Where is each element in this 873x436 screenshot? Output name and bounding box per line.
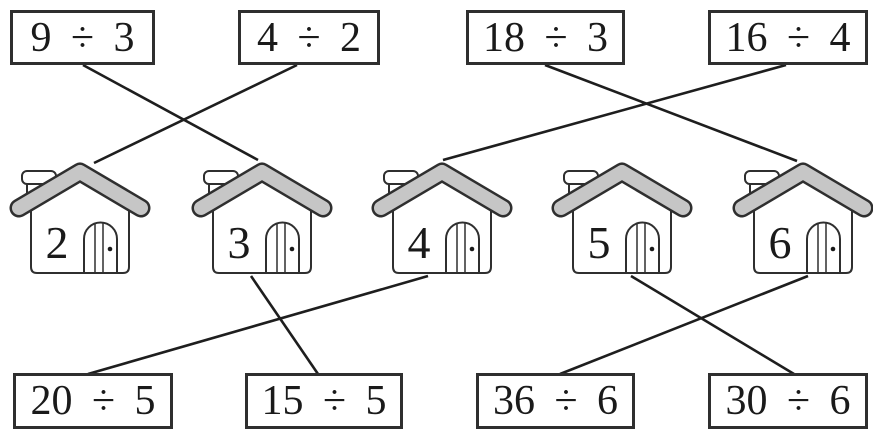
house-roof: [735, 165, 871, 215]
house-roof: [12, 165, 148, 215]
connection-line-to-house-4: [87, 274, 429, 376]
door-handle-dot: [649, 246, 655, 252]
house-roof: [554, 165, 690, 215]
connection-line-to-house-4: [442, 63, 787, 162]
problem-box-top-4: 16 ÷ 4: [708, 10, 868, 65]
house-4: 4: [371, 162, 513, 274]
house-number: 4: [408, 217, 431, 268]
problem-box-top-1: 9 ÷ 3: [10, 10, 155, 65]
door-handle-dot: [107, 246, 113, 252]
connection-line-to-house-6: [544, 63, 798, 163]
problem-box-bottom-2: 15 ÷ 5: [245, 373, 403, 429]
house-number: 6: [769, 217, 792, 268]
problem-box-bottom-1: 20 ÷ 5: [13, 373, 173, 429]
problem-box-top-3: 18 ÷ 3: [466, 10, 625, 65]
connection-line-to-house-6: [559, 274, 809, 376]
house-number: 2: [46, 217, 69, 268]
house-3: 3: [191, 162, 333, 274]
house-roof: [194, 165, 330, 215]
house-door: [445, 221, 480, 274]
problem-box-top-2: 4 ÷ 2: [238, 10, 380, 65]
connection-line-to-house-3: [82, 63, 259, 162]
door-handle-dot: [289, 246, 295, 252]
door-handle-dot: [469, 246, 475, 252]
house-6: 6: [732, 162, 873, 274]
house-2: 2: [9, 162, 151, 274]
house-number: 3: [228, 217, 251, 268]
house-door: [625, 221, 660, 274]
door-handle-dot: [830, 246, 836, 252]
house-5: 5: [551, 162, 693, 274]
house-door: [265, 221, 300, 274]
connection-line-to-house-3: [249, 275, 320, 375]
house-number: 5: [588, 217, 611, 268]
problem-box-bottom-4: 30 ÷ 6: [708, 373, 868, 429]
connection-line-to-house-2: [93, 63, 298, 165]
house-roof: [374, 165, 510, 215]
house-door: [806, 221, 841, 274]
connection-line-to-house-5: [630, 274, 795, 376]
problem-box-bottom-3: 36 ÷ 6: [476, 373, 635, 429]
house-door: [83, 221, 118, 274]
